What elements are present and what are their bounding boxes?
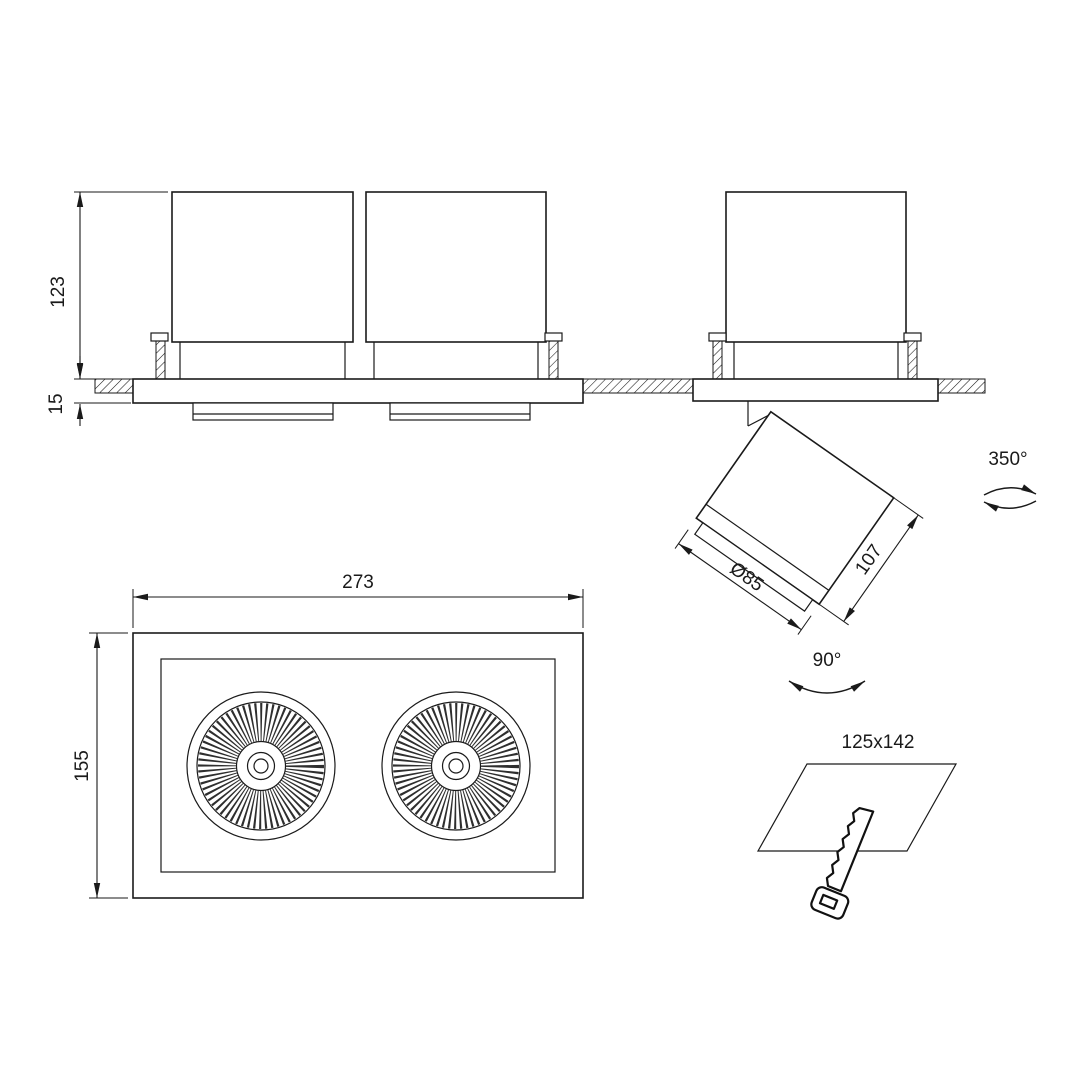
lamp-housing — [365, 191, 547, 343]
tilted-lamp-module: 107 Ø85 — [674, 410, 924, 635]
height-dimension-label: 123 — [48, 276, 69, 308]
saw-icon — [810, 807, 875, 920]
mounting-clip — [150, 332, 169, 380]
lamp-housing — [725, 191, 907, 343]
rotation-angle-label: 350° — [988, 449, 1027, 470]
lamp-housing — [171, 191, 354, 343]
lamp-bezel — [192, 402, 334, 421]
front-inner-frame — [160, 658, 556, 873]
height-dimension: 123 15 — [46, 191, 168, 426]
cutout-diagram: 125x142 — [756, 732, 958, 920]
width-dimension-label: 273 — [342, 572, 374, 593]
rotation-arrows-icon — [983, 484, 1037, 512]
recess-depth-dimension-label: 15 — [46, 393, 67, 414]
double-fixture-side-view — [132, 191, 584, 421]
trim-plate — [132, 378, 584, 404]
tilt-arc-icon — [788, 680, 866, 694]
rotation-angle-indicator: 350° — [983, 449, 1037, 512]
reflector-left — [186, 691, 336, 841]
tilt-angle-label: 90° — [813, 650, 842, 671]
front-view: 273 155 — [72, 572, 584, 899]
trim-plate — [692, 378, 939, 402]
tilt-angle-indicator: 90° — [788, 650, 866, 694]
mounting-clip — [708, 332, 727, 380]
lamp-bezel — [389, 402, 531, 421]
front-height-dimension: 155 — [72, 632, 128, 899]
mounting-clip — [544, 332, 563, 380]
single-fixture-side-view — [692, 191, 939, 427]
front-height-dimension-label: 155 — [72, 750, 93, 782]
cutout-size-label: 125x142 — [842, 732, 915, 753]
reflector-right — [381, 691, 531, 841]
width-dimension: 273 — [132, 572, 584, 628]
mounting-clip — [903, 332, 922, 380]
